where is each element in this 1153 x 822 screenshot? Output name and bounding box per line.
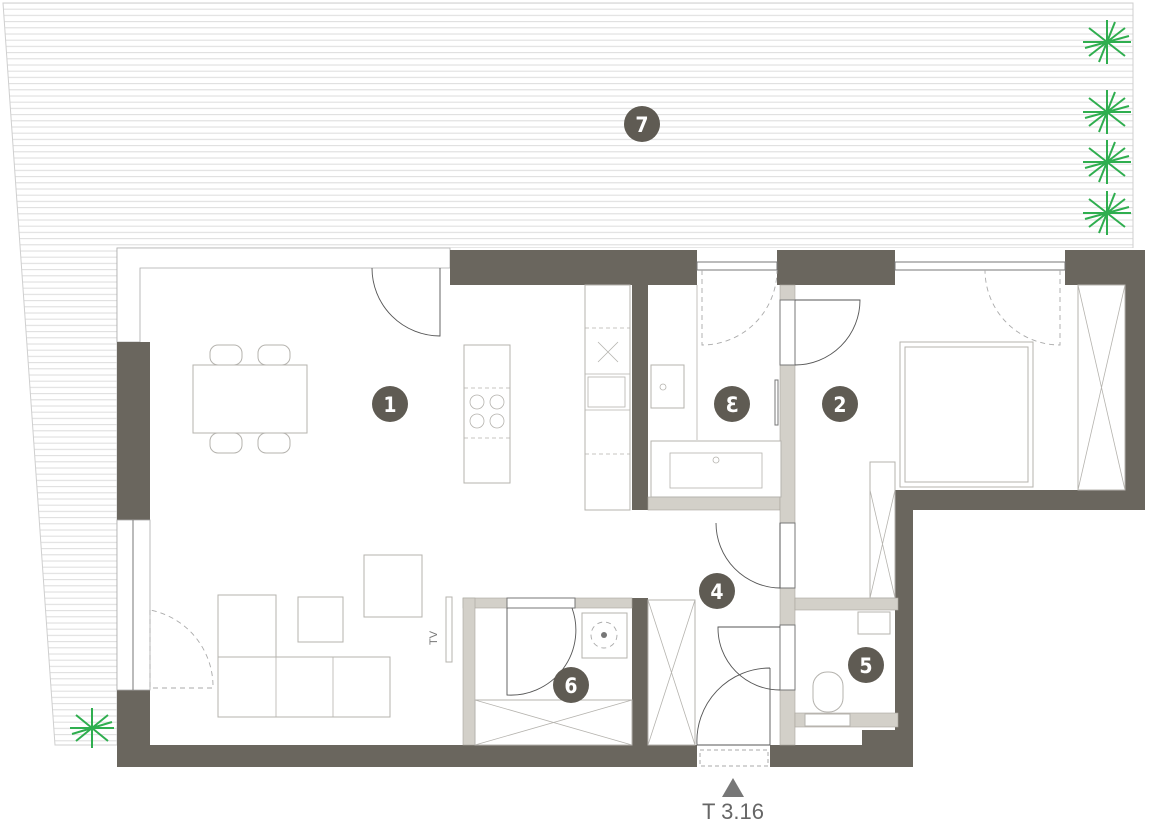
svg-text:4: 4	[710, 580, 723, 604]
doors	[149, 267, 1061, 767]
sofa-area: TV	[217, 554, 453, 718]
dining-set	[192, 344, 308, 454]
entrance-arrow-icon	[722, 778, 744, 797]
plant-icon	[1083, 90, 1131, 134]
svg-text:7: 7	[635, 113, 648, 137]
exterior-walls	[117, 250, 1145, 767]
room-label-6: 6	[553, 667, 589, 703]
kitchen-island	[463, 344, 511, 484]
svg-text:3: 3	[725, 393, 738, 417]
svg-text:2: 2	[833, 393, 846, 417]
tv-label: TV	[428, 630, 440, 645]
plant-icon	[1083, 140, 1131, 184]
bedroom-furniture	[869, 284, 1126, 599]
kitchen-counter	[584, 284, 631, 511]
wc-fixtures	[804, 611, 891, 727]
room-label-4: 4	[699, 573, 735, 609]
room-label-1: 1	[372, 386, 408, 422]
plant-icon	[70, 708, 114, 748]
partition-walls	[462, 284, 899, 746]
room-label-5: 5	[848, 647, 884, 683]
room-label-7: 7	[624, 106, 660, 142]
entrance-marker: T 3.16	[702, 778, 764, 822]
svg-text:5: 5	[859, 654, 872, 678]
windows	[116, 261, 1066, 691]
room-label-2: 2	[822, 386, 858, 422]
storage-closets	[474, 599, 696, 746]
svg-text:6: 6	[564, 674, 577, 698]
entrance-label: T 3.16	[702, 799, 764, 822]
svg-text:1: 1	[383, 393, 396, 417]
plant-icon	[1083, 191, 1131, 235]
room-label-3: 3	[714, 386, 750, 422]
plant-icons	[70, 20, 1131, 748]
bathroom-fixtures	[650, 285, 782, 498]
plant-icon	[1083, 20, 1131, 64]
